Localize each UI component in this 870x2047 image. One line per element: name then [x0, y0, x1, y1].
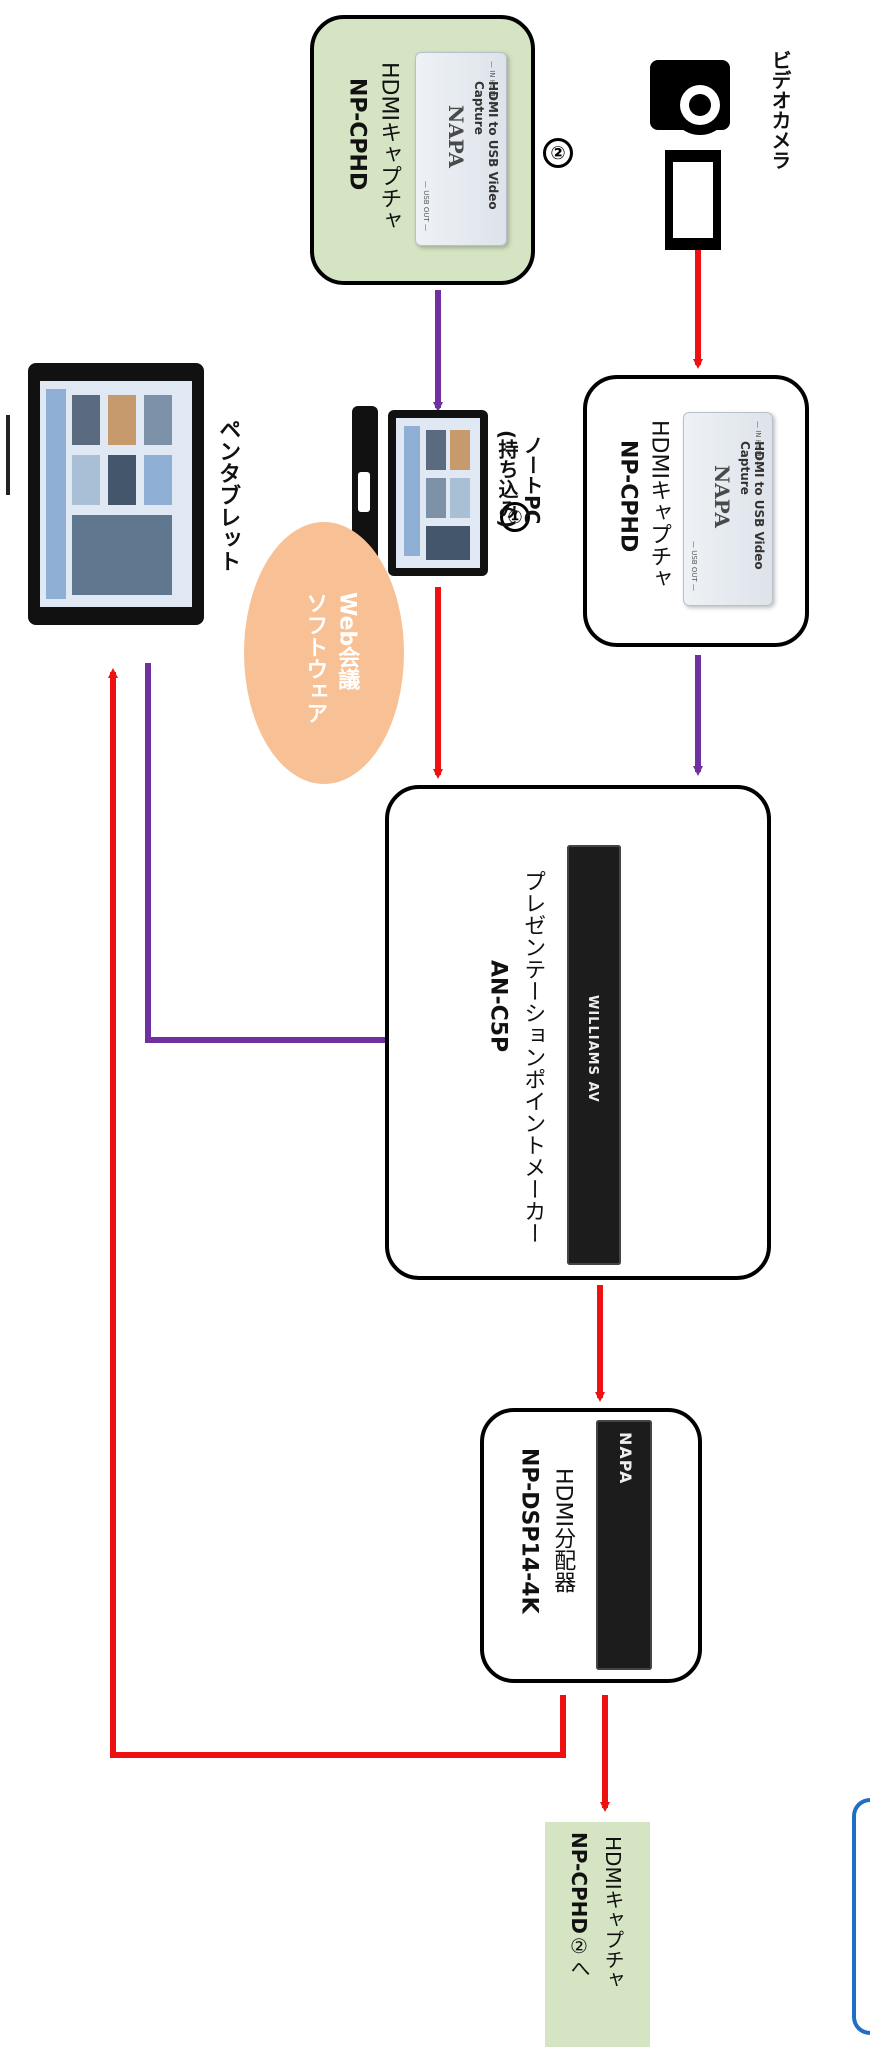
video-camera-icon [650, 60, 730, 250]
pen-tablet-label: ペンタブレット [215, 418, 241, 572]
circled-number-two-text: ② [550, 142, 566, 164]
capture1-device-text: HDMI to USB Video Capture [738, 441, 766, 570]
capture1-model: NP-CPHD [615, 440, 641, 553]
web-conf-line2: ソフトウェア [302, 592, 328, 724]
circled-number-two: ② [543, 138, 573, 168]
splitter-model: NP-DSP14-4K [516, 1448, 542, 1614]
presenter-name: プレゼンテーションポイントメーカー [520, 870, 546, 1244]
capture2-port-in: — IN HDMI — [488, 61, 496, 108]
capture1-port-out: — USB OUT — [690, 541, 698, 591]
out-label-name: HDMIキャプチャ [601, 1836, 625, 1990]
presenter-device: WILLIAMS AV [567, 845, 621, 1265]
capture1-brand: NAPA [710, 465, 734, 528]
web-conf-line1: Web会議 [334, 592, 360, 691]
video-camera [640, 30, 760, 250]
laptop-icon [352, 406, 488, 580]
splitter-box [480, 1408, 702, 1683]
pen-tablet-icon [6, 363, 204, 625]
capture1-device: — IN HDMI — HDMI to USB Video Capture NA… [683, 412, 773, 606]
line-splitter-to-pentablet [108, 668, 566, 1758]
circled-number-one: ① [500, 502, 530, 532]
presenter-brand: WILLIAMS AV [585, 995, 600, 1103]
camera-label: ビデオカメラ [768, 50, 792, 170]
presenter-model: AN-C5P [485, 960, 511, 1053]
capture2-model: NP-CPHD [344, 78, 370, 191]
capture1-port-in: — IN HDMI — [754, 421, 762, 468]
pen-tablet [0, 355, 210, 630]
capture2-name: HDMIキャプチャ [376, 62, 402, 231]
legend-frame [852, 1798, 870, 2035]
capture2-brand: NAPA [444, 105, 468, 168]
capture1-name: HDMIキャプチャ [646, 420, 672, 589]
notebook-label-line2: (持ち込み) [495, 430, 519, 529]
circled-number-one-text: ① [507, 506, 523, 528]
notebook-pc [348, 402, 498, 582]
out-label-arrow-note: ②へ [567, 1934, 591, 1979]
web-conference-badge: Web会議 ソフトウェア [244, 522, 404, 784]
splitter-name: HDMI分配器 [550, 1468, 576, 1593]
splitter-brand: NAPA [616, 1432, 635, 1485]
output-capture-label: HDMIキャプチャ NP-CPHD②へ [545, 1822, 650, 2047]
capture2-device: — IN HDMI — HDMI to USB Video Capture NA… [415, 52, 507, 246]
notebook-label-line1: ノートPC [520, 435, 544, 525]
line-presenter-to-pentablet [145, 663, 385, 1043]
out-label-model: NP-CPHD [567, 1832, 591, 1935]
capture2-port-out: — USB OUT — [422, 181, 430, 231]
capture2-device-text: HDMI to USB Video Capture [472, 81, 500, 210]
out-label-model-line: NP-CPHD②へ [567, 1832, 591, 1979]
splitter-device: NAPA [596, 1420, 652, 1670]
